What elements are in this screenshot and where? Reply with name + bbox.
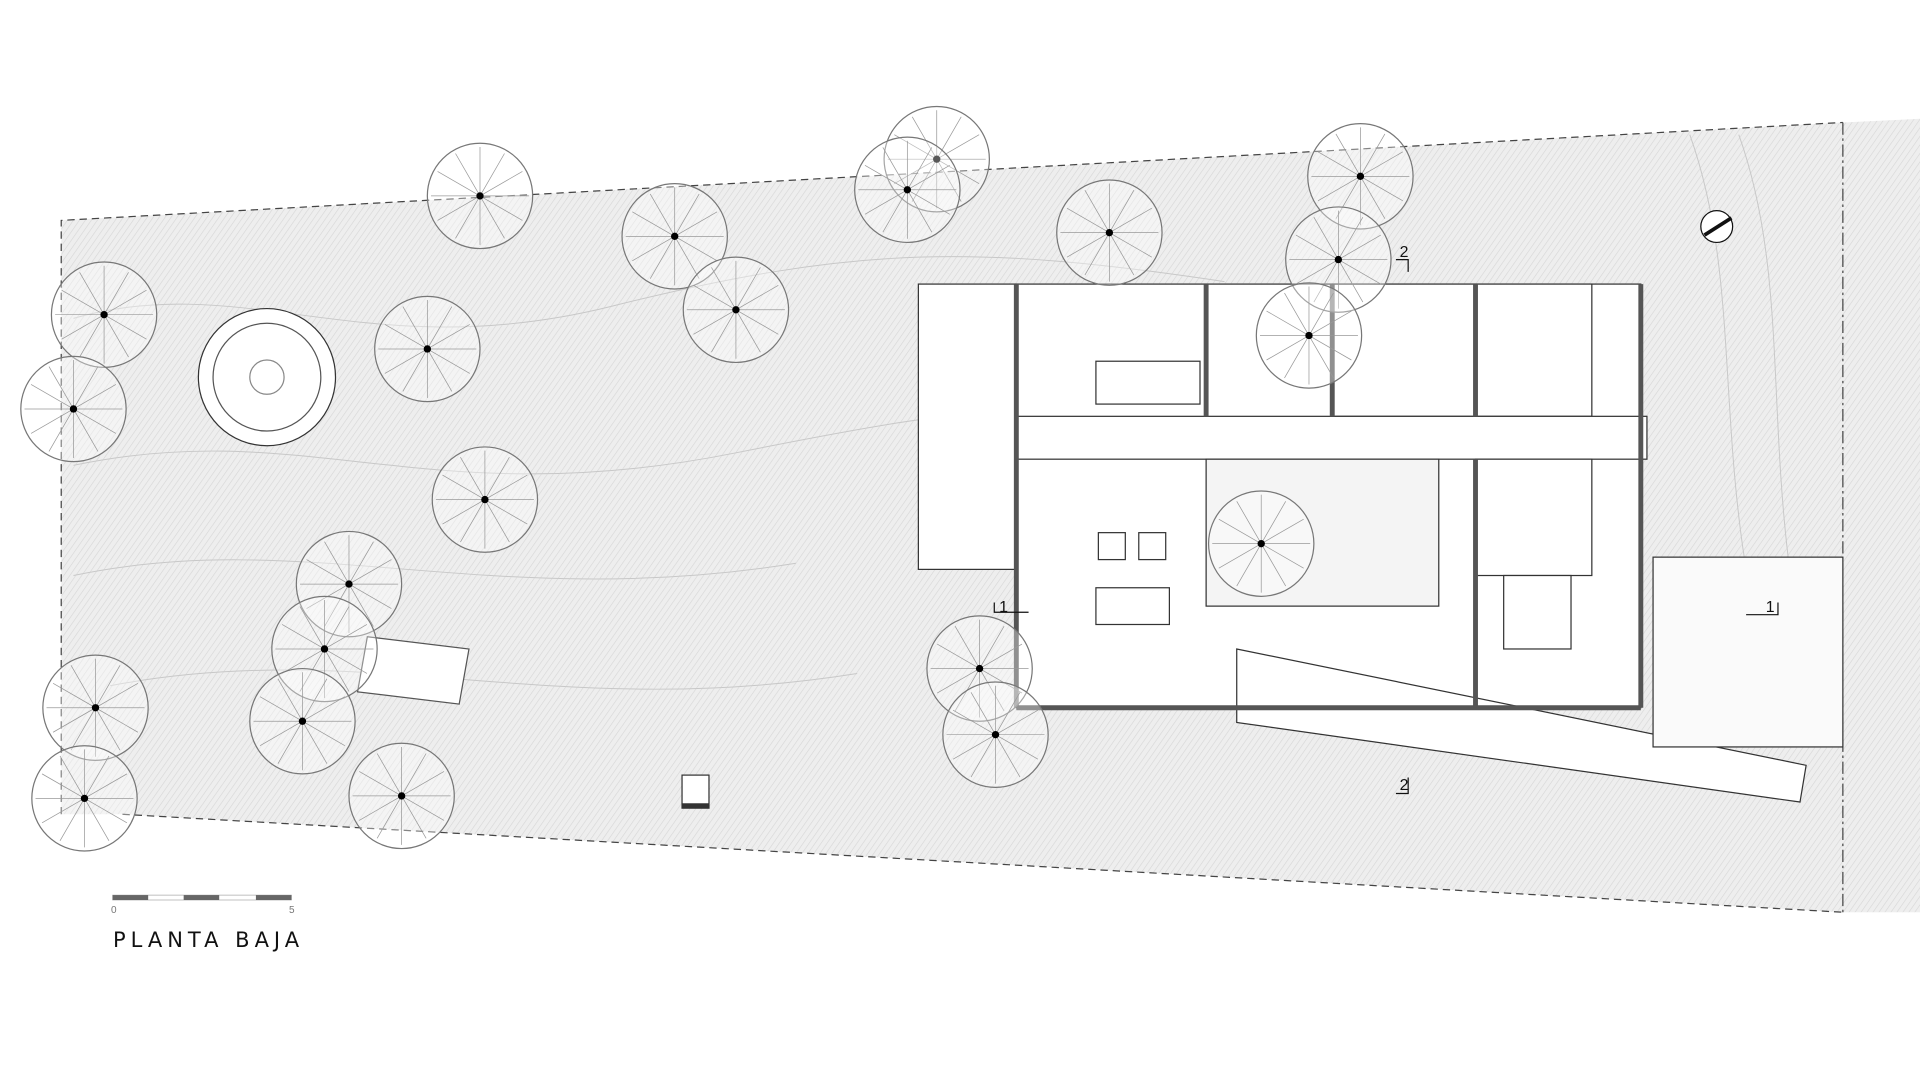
scale-bar: [112, 894, 292, 901]
section-marker: 2: [1400, 777, 1409, 794]
trees: [20, 105, 1414, 852]
tree-icon: [883, 105, 991, 213]
tree-icon: [1307, 123, 1414, 230]
scale-start-label: 0: [111, 905, 117, 916]
section-marker: 1: [999, 599, 1008, 616]
outdoor-deck: [356, 636, 710, 809]
pool-circle: [197, 307, 337, 447]
tree-icon: [374, 295, 481, 403]
tree-icon: [1285, 206, 1392, 313]
tree-icon: [942, 681, 1049, 788]
section-marker: 1: [1766, 599, 1775, 616]
section-markers: 1 1 2 2: [993, 244, 1779, 795]
scale-end-label: 5: [289, 905, 295, 916]
drawing-title: PLANTA BAJA: [113, 928, 305, 952]
tree-icon: [1207, 490, 1315, 597]
tree-icon: [348, 742, 455, 850]
tree-icon: [621, 183, 728, 290]
section-marker: 2: [1400, 244, 1409, 261]
tree-icon: [431, 446, 539, 553]
tree-icon: [50, 261, 158, 368]
tree-icon: [1056, 179, 1163, 286]
tree-icon: [682, 256, 790, 364]
tree-icon: [20, 355, 127, 463]
tree-icon: [854, 136, 961, 244]
tree-icon: [426, 142, 534, 250]
tree-icon: [926, 615, 1033, 722]
tree-icon: [295, 530, 403, 638]
house: [917, 283, 1844, 803]
tree-icon: [42, 654, 149, 762]
tree-icon: [271, 595, 378, 703]
tree-icon: [249, 667, 356, 775]
tree-icon: [1255, 282, 1363, 389]
tree-icon: [31, 745, 138, 852]
north-arrow-icon: [1700, 210, 1734, 244]
